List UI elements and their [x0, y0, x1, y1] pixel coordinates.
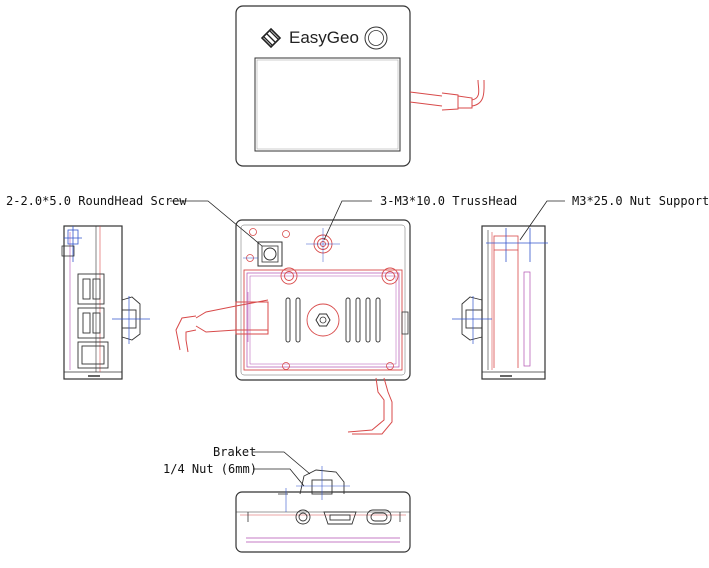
nut-support	[486, 228, 548, 368]
micro-usb-port	[323, 511, 357, 525]
right-side-view	[452, 225, 548, 380]
left-side-body	[63, 225, 123, 380]
center-internal-view	[175, 219, 411, 435]
center-body	[235, 219, 411, 381]
front-body	[235, 5, 411, 167]
leader-lines	[170, 200, 565, 487]
cable-left	[175, 292, 269, 353]
callout-screw: 2-2.0*5.0 RoundHead Screw	[6, 194, 187, 208]
callout-nut: 1/4 Nut (6mm)	[163, 462, 257, 476]
right-tripod-mount	[452, 296, 492, 344]
hdmi-port	[366, 509, 392, 525]
power-button-inner	[368, 30, 384, 46]
bottom-body	[235, 491, 411, 553]
vent-slots	[285, 297, 381, 343]
callout-nut-support: M3*25.0 Nut Support	[572, 194, 709, 208]
brand-name: EasyGeo	[289, 28, 359, 47]
screen-inner	[256, 59, 399, 150]
truss-screw-2-icon	[280, 267, 298, 285]
usb-port-upper	[77, 273, 105, 305]
brand-logo-icon	[260, 27, 282, 49]
screen	[254, 57, 401, 152]
left-side-view	[61, 225, 150, 380]
bottom-view	[235, 466, 411, 553]
braket-part	[296, 466, 350, 500]
left-top-detail	[61, 226, 82, 262]
callout-braket: Braket	[213, 445, 257, 459]
cable-top	[409, 79, 485, 111]
power-button	[364, 26, 388, 50]
small-screws	[246, 228, 394, 370]
audio-jack	[295, 509, 311, 525]
cable-bottom	[347, 377, 393, 435]
ethernet-port	[77, 341, 109, 369]
truss-screw-3-icon	[381, 267, 399, 285]
front-view	[235, 5, 485, 167]
center-nut-icon	[306, 303, 340, 337]
callout-trusshead: 3-M3*10.0 TrussHead	[380, 194, 518, 208]
left-tripod-mount	[112, 296, 150, 344]
center-lines	[243, 228, 340, 262]
right-side-body	[481, 225, 546, 380]
connector-block	[257, 241, 283, 267]
usb-port-lower	[77, 307, 105, 339]
